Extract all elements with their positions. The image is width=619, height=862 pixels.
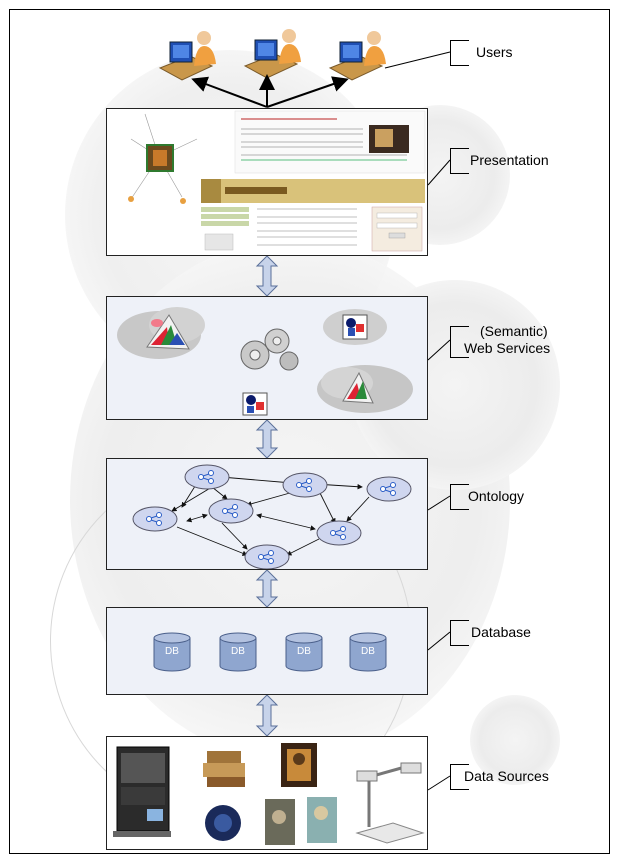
gears-icon xyxy=(240,328,299,371)
tier-label-presentation: Presentation xyxy=(470,152,549,168)
database-cylinder-icon: DB xyxy=(349,632,387,672)
double-arrow-icon xyxy=(255,420,279,458)
graph-node-icon xyxy=(208,498,254,524)
architecture-diagram: DB DB DB DB xyxy=(9,9,610,854)
db-label: DB xyxy=(297,646,311,657)
graph-node-icon xyxy=(282,472,328,498)
tier-label-ontology: Ontology xyxy=(468,488,525,504)
database-cylinder-icon: DB xyxy=(219,632,257,672)
double-arrow-icon xyxy=(255,256,279,296)
graph-node-icon xyxy=(316,520,362,546)
user-at-computer-icon xyxy=(158,31,216,81)
camera-scanner-icon xyxy=(205,805,241,841)
label-bracket xyxy=(450,148,469,174)
label-bracket xyxy=(450,620,469,646)
presentation-layer xyxy=(106,108,428,256)
label-bracket xyxy=(450,326,469,358)
double-arrow-icon xyxy=(255,570,279,607)
cloud-service-2 xyxy=(323,309,387,345)
tier-label-services-line1: (Semantic) xyxy=(480,323,548,339)
tier-label-users: Users xyxy=(476,44,513,60)
double-arrow-icon xyxy=(255,695,279,736)
cloud-service-1 xyxy=(117,307,205,359)
user-at-computer-icon xyxy=(243,29,301,79)
book-scanner-icon xyxy=(355,762,425,844)
ontology-layer xyxy=(106,458,428,570)
label-bracket xyxy=(450,484,469,510)
tier-label-services-line2: Web Services xyxy=(464,340,551,356)
db-label: DB xyxy=(231,646,245,657)
label-bracket xyxy=(450,40,469,66)
db-label: DB xyxy=(361,646,375,657)
fresco-icon xyxy=(265,797,337,845)
icon-painting-icon xyxy=(281,743,317,787)
label-bracket xyxy=(450,764,469,790)
db-label: DB xyxy=(165,646,179,657)
database-cylinder-icon: DB xyxy=(153,632,191,672)
database-cylinder-icon: DB xyxy=(285,632,323,672)
bg-circle xyxy=(470,695,560,785)
user-arrows xyxy=(191,74,349,108)
services-illustration xyxy=(117,307,413,416)
data-sources-illustration xyxy=(113,743,425,845)
graph-node-icon xyxy=(184,464,230,490)
graph-node-icon xyxy=(366,476,412,502)
database-layer: DB DB DB DB xyxy=(106,607,428,695)
user-at-computer-icon xyxy=(328,31,386,81)
scanner-machine-icon xyxy=(113,746,171,837)
tier-label-data-sources: Data Sources xyxy=(464,768,549,784)
label-connectors xyxy=(384,51,451,791)
data-sources-layer xyxy=(106,736,428,850)
services-layer xyxy=(106,296,428,420)
tier-label-database: Database xyxy=(471,624,531,640)
shapes-service-icon xyxy=(242,392,268,416)
book-stack-icon xyxy=(203,751,245,787)
website-screenshot xyxy=(107,109,427,255)
ontology-graph xyxy=(132,464,412,570)
graph-node-icon xyxy=(132,506,178,532)
cloud-service-3 xyxy=(317,365,413,413)
graph-node-icon xyxy=(244,544,290,570)
users-group xyxy=(158,29,386,81)
